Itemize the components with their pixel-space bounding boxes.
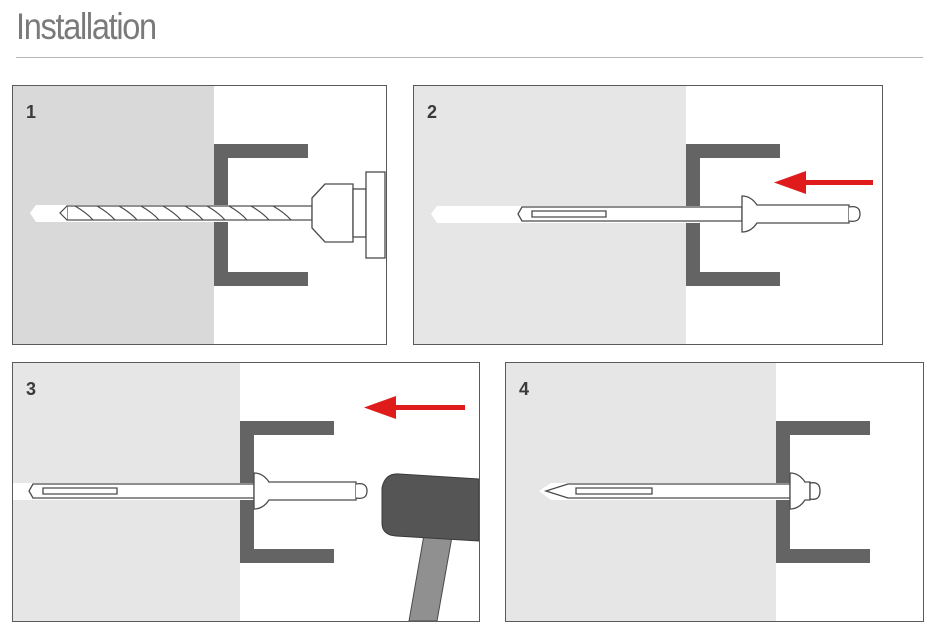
step-3-panel: 3 <box>12 362 480 622</box>
direction-arrow <box>774 171 873 194</box>
step-4-illustration <box>506 363 870 621</box>
step-number: 3 <box>26 379 37 399</box>
metal-profile <box>214 144 308 286</box>
step-3-illustration <box>13 363 479 621</box>
metal-profile <box>240 421 334 563</box>
step-1-panel: 1 <box>12 85 387 345</box>
step-number: 2 <box>427 102 438 122</box>
step-number: 4 <box>519 379 530 399</box>
nail-anchor <box>543 472 821 510</box>
step-1-illustration <box>13 86 386 344</box>
step-2-illustration <box>414 86 873 344</box>
metal-profile <box>686 144 780 286</box>
metal-profile <box>776 421 870 563</box>
title-divider <box>16 57 923 58</box>
drill-chuck <box>311 171 386 259</box>
step-number: 1 <box>26 102 37 122</box>
direction-arrow <box>364 396 465 419</box>
nail-anchor <box>517 195 861 233</box>
nail-anchor <box>28 472 368 510</box>
page-title: Installation <box>16 6 157 47</box>
step-4-panel: 4 <box>505 362 924 622</box>
hammer <box>381 473 479 621</box>
step-2-panel: 2 <box>413 85 883 345</box>
drill-bit <box>59 205 313 221</box>
